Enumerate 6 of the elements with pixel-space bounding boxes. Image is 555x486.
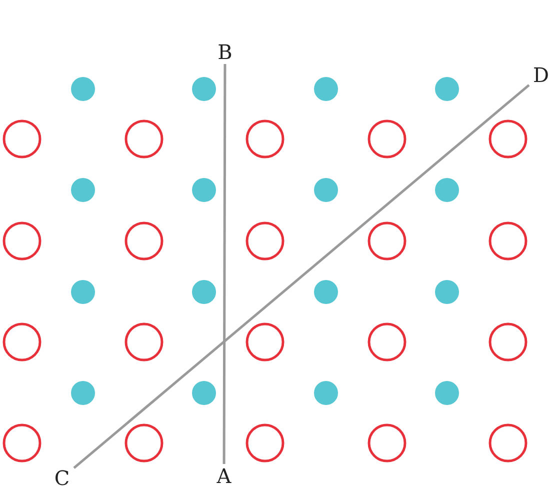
point-label: A [214, 466, 234, 486]
point-label: D [531, 65, 551, 85]
point-label: B [215, 42, 235, 62]
point-label: C [52, 468, 72, 486]
line [222, 64, 226, 464]
line [73, 84, 530, 469]
